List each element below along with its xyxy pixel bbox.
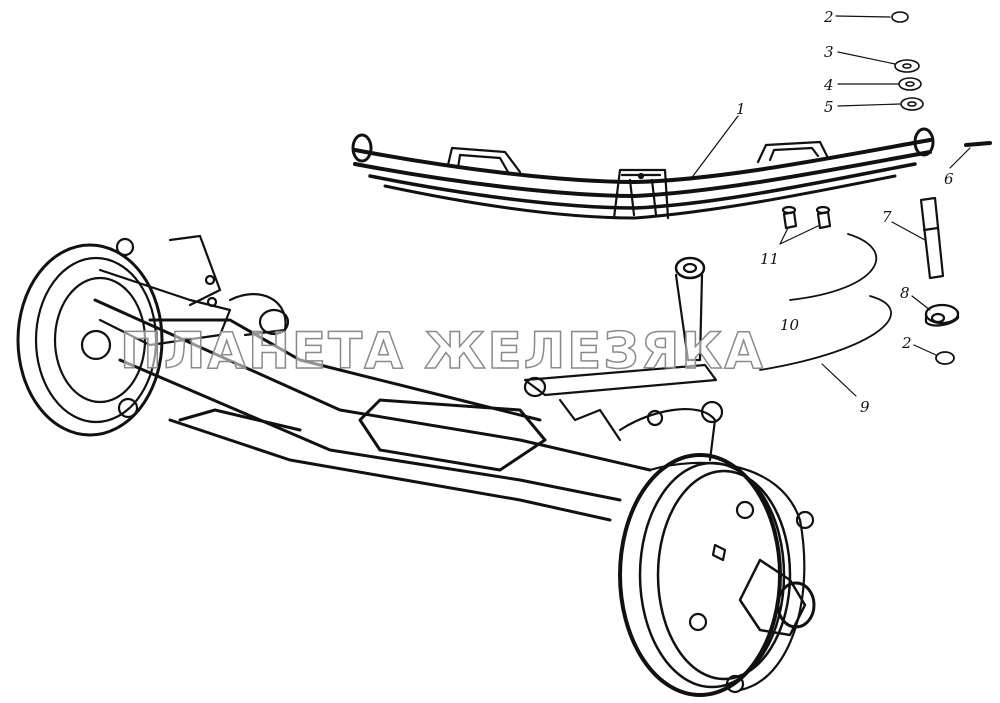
- leader-lines: [689, 15, 971, 397]
- callout-2-lower: 2: [901, 334, 912, 352]
- watermark-text: ПЛАНЕТА ЖЕЛЕЗЯКА: [120, 322, 765, 380]
- king-pin: [919, 196, 945, 280]
- nut-part: [924, 303, 960, 327]
- callout-5: 5: [824, 98, 834, 116]
- callout-10: 10: [780, 316, 800, 334]
- callout-9: 9: [860, 398, 870, 416]
- callout-3: 3: [824, 43, 834, 61]
- washer-lower: [935, 351, 955, 365]
- wire-upper: [789, 233, 878, 301]
- washer-set-top: [891, 11, 924, 111]
- callout-6: 6: [944, 170, 954, 188]
- callout-1: 1: [736, 100, 746, 118]
- callout-labels: 2 3 4 5 1 6 7 8 2 11 10 9: [736, 8, 954, 416]
- callout-11: 11: [760, 250, 779, 268]
- left-brake-drum: [16, 234, 290, 437]
- bolts-pair: [781, 205, 832, 230]
- callout-8: 8: [900, 284, 910, 302]
- callout-2-top: 2: [823, 8, 834, 26]
- wire-lower: [759, 295, 892, 371]
- right-brake-drum: [618, 453, 816, 697]
- axle-beam: [93, 298, 652, 522]
- steering-arm: [523, 256, 724, 462]
- leaf-spring: [351, 127, 935, 220]
- callout-4: 4: [823, 76, 834, 94]
- callout-7: 7: [882, 208, 892, 226]
- pin-part: [964, 141, 992, 147]
